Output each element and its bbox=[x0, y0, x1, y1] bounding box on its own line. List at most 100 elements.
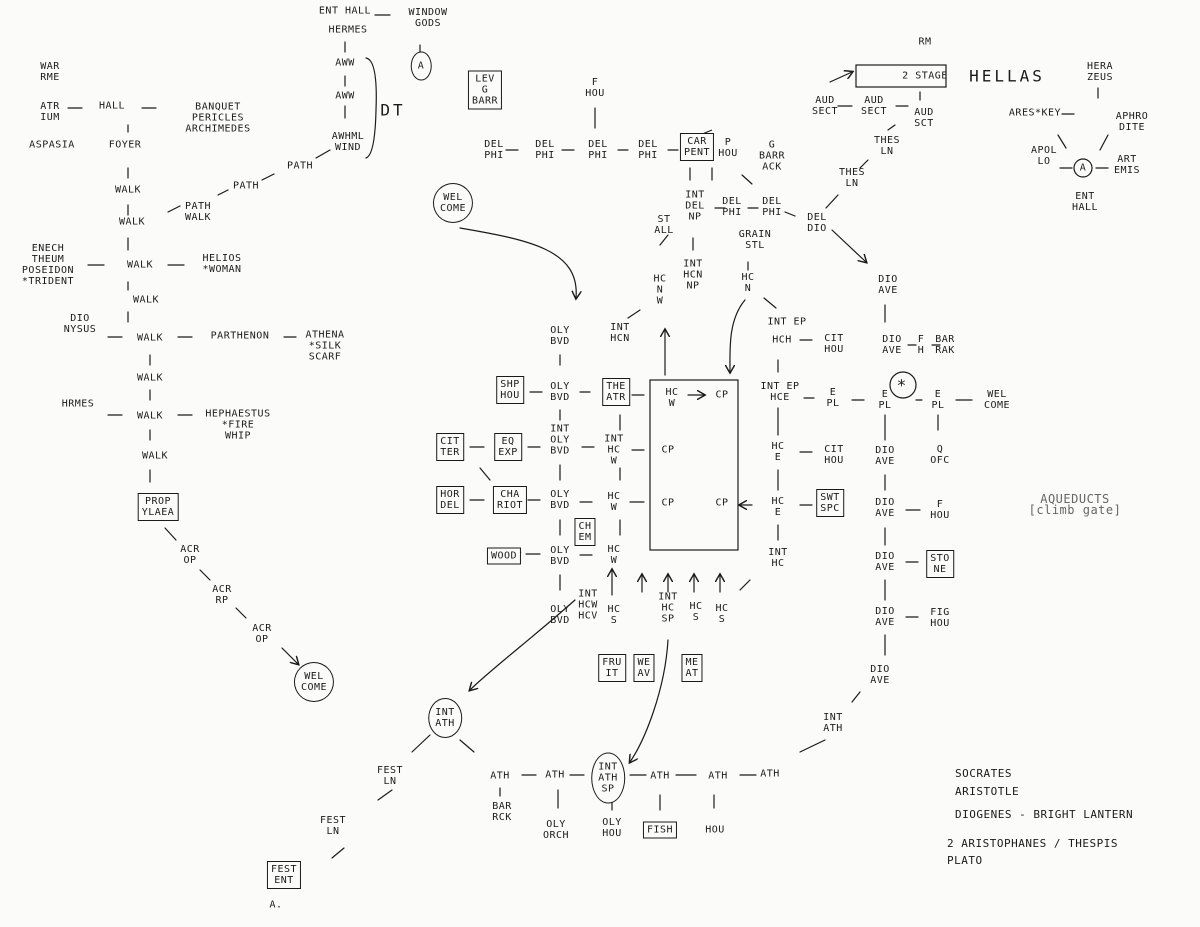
arrow-welcome bbox=[459, 227, 576, 298]
node-aud-sect1: AUD SECT bbox=[811, 95, 839, 117]
node-dio-ave2: DIO AVE bbox=[875, 445, 895, 467]
node-hera-zeus: HERA ZEUS bbox=[1086, 61, 1114, 83]
node-dio-ave3: DIO AVE bbox=[875, 497, 895, 519]
node-fest-ent: FEST ENT bbox=[266, 861, 302, 889]
node-f-h: F H bbox=[917, 334, 925, 356]
edge bbox=[164, 527, 177, 541]
node-ath5: ATH bbox=[760, 768, 780, 780]
node-acr-rp: ACR RP bbox=[212, 584, 232, 606]
star-circle bbox=[889, 371, 917, 399]
node-oly-bvd1: OLY BVD bbox=[550, 325, 570, 347]
node-walk8: WALK bbox=[141, 450, 169, 462]
node-walk6: WALK bbox=[136, 372, 164, 384]
node-stage: 2 STAGE bbox=[902, 70, 948, 82]
edge bbox=[887, 124, 896, 131]
node-dio-ave4: DIO AVE bbox=[875, 551, 895, 573]
map-title: HELLAS bbox=[969, 66, 1045, 86]
node-dionysus: DIO NYSUS bbox=[63, 313, 97, 335]
node-welcome-w: WEL COME bbox=[293, 662, 335, 702]
node-hermes-top: HERMES bbox=[328, 24, 368, 36]
node-aqueducts: AQUEDUCTS [climb gate] bbox=[1028, 492, 1122, 517]
node-ath2: ATH bbox=[545, 769, 565, 781]
node-oly-bvd2: OLY BVD bbox=[550, 381, 570, 403]
node-hc-s2: HC S bbox=[689, 601, 703, 623]
node-oly-bvd5: OLY BVD bbox=[550, 604, 570, 626]
node-int-ath-sp: INT ATH SP bbox=[591, 752, 625, 804]
node-banquet: BANQUET PERICLES ARCHIMEDES bbox=[185, 101, 251, 135]
node-cp1: CP bbox=[715, 389, 729, 401]
node-rm: RM bbox=[918, 36, 932, 48]
edge bbox=[479, 467, 491, 481]
edge bbox=[459, 739, 475, 753]
node-int-hc-sp: INT HC SP bbox=[658, 591, 678, 625]
node-del-phi3: DEL PHI bbox=[588, 139, 608, 161]
node-hc-w3: HC W bbox=[607, 544, 621, 566]
node-st-all: ST ALL bbox=[654, 214, 674, 236]
node-window-gods: WINDOW GODS bbox=[408, 7, 448, 29]
node-war-rme: WAR RME bbox=[40, 61, 60, 83]
edge bbox=[799, 739, 826, 753]
central-plaza bbox=[649, 379, 739, 551]
node-int-ep: INT EP bbox=[767, 316, 807, 328]
node-hephaestus: HEPHAESTUS *FIRE WHIP bbox=[205, 408, 271, 442]
note-line: ARISTOTLE bbox=[955, 785, 1020, 798]
node-a-circle2: A bbox=[1079, 162, 1087, 174]
node-ath3: ATH bbox=[650, 770, 670, 782]
node-f-hou2: F HOU bbox=[930, 499, 950, 521]
node-aud-sect2: AUD SECT bbox=[860, 95, 888, 117]
node-hc-e2: HC E bbox=[771, 496, 785, 518]
node-dio-ave5: DIO AVE bbox=[875, 606, 895, 628]
node-fest-ln1: FEST LN bbox=[376, 765, 404, 787]
node-del-dio: DEL DIO bbox=[807, 212, 827, 234]
edge bbox=[167, 205, 181, 213]
node-fest-ln2: FEST LN bbox=[319, 815, 347, 837]
note-line: PLATO bbox=[947, 854, 983, 867]
node-g-barr-ack: G BARR ACK bbox=[758, 139, 786, 173]
node-weav: WE AV bbox=[633, 654, 655, 682]
note-line: SOCRATES bbox=[955, 767, 1012, 780]
node-barrack-s: BAR RCK bbox=[492, 801, 512, 823]
node-int-hcw-hcv: INT HCW HCV bbox=[578, 588, 598, 622]
node-p-hou: P HOU bbox=[718, 137, 738, 159]
node-poseidon: ENECH THEUM POSEIDON *TRIDENT bbox=[21, 243, 75, 287]
node-welcome-e: WEL COME bbox=[983, 389, 1011, 411]
node-int-hcn-np: INT HCN NP bbox=[683, 258, 703, 292]
edge bbox=[739, 579, 751, 591]
node-lev-g-barr: LEV G BARR bbox=[467, 70, 503, 110]
node-hou: HOU bbox=[705, 824, 725, 836]
node-fig-hou: FIG HOU bbox=[930, 607, 950, 629]
node-fish: FISH bbox=[642, 821, 678, 839]
edge bbox=[377, 789, 393, 801]
node-aww2: AWW bbox=[335, 90, 355, 102]
note-line: DIOGENES - BRIGHT LANTERN bbox=[955, 808, 1134, 821]
node-int-ath-e: INT ATH bbox=[823, 712, 843, 734]
edge bbox=[851, 691, 861, 703]
edge bbox=[315, 149, 331, 159]
node-helios: HELIOS *WOMAN bbox=[202, 253, 242, 275]
node-del-phi6: DEL PHI bbox=[762, 196, 782, 218]
edge bbox=[1057, 134, 1067, 149]
node-hall-w: HALL bbox=[98, 100, 126, 112]
edge bbox=[411, 734, 431, 753]
edge bbox=[784, 211, 796, 217]
node-hc-s3: HC S bbox=[715, 603, 729, 625]
edge bbox=[859, 159, 869, 169]
node-cit-hou2: CIT HOU bbox=[824, 444, 844, 466]
node-f-hou: F HOU bbox=[585, 77, 605, 99]
node-path1: PATH bbox=[232, 180, 260, 192]
node-cp3: CP bbox=[661, 497, 675, 509]
edge bbox=[829, 72, 852, 83]
edge bbox=[235, 607, 247, 619]
node-hc-w2: HC W bbox=[607, 491, 621, 513]
node-cp2: CP bbox=[661, 444, 675, 456]
node-chem: CH EM bbox=[574, 518, 596, 546]
node-hermes: HRMES bbox=[61, 398, 95, 410]
node-e-pl1: E PL bbox=[826, 387, 840, 409]
circle-a2 bbox=[1073, 158, 1093, 178]
note-line: 2 ARISTOPHANES / THESPIS bbox=[947, 837, 1118, 850]
node-hc-s1: HC S bbox=[607, 604, 621, 626]
edge bbox=[261, 173, 275, 181]
node-int-oly-bvd: INT OLY BVD bbox=[550, 423, 570, 457]
node-dio-ave6: DIO AVE bbox=[870, 664, 890, 686]
node-ath4: ATH bbox=[708, 770, 728, 782]
